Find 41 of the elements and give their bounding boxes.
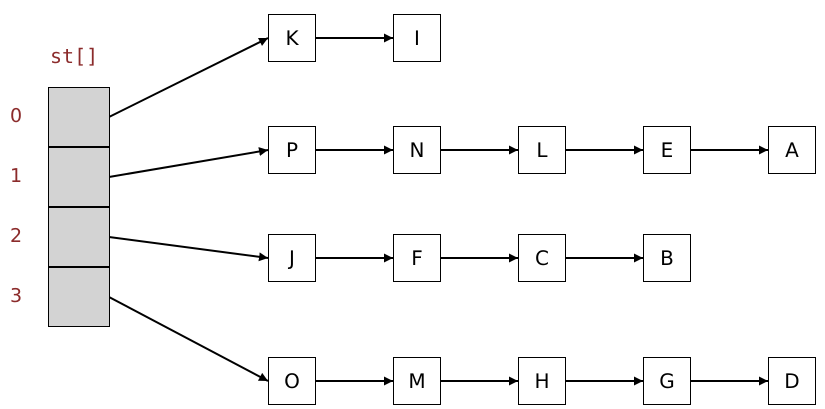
list-node: I [393,14,441,62]
arrow [441,146,518,154]
arrow [108,37,268,118]
arrow [108,236,268,262]
arrow [108,296,268,382]
array-cell [48,267,110,327]
list-node: C [518,234,566,282]
list-node: K [268,14,316,62]
list-node: M [393,357,441,405]
arrow [441,254,518,262]
list-node: F [393,234,441,282]
arrow [566,254,643,262]
array-index: 0 [10,105,22,127]
arrow [108,147,268,178]
arrow [691,146,768,154]
list-node: L [518,126,566,174]
arrow [441,376,518,386]
list-node: N [393,126,441,174]
array-name: st[] [50,44,98,68]
arrow [316,146,393,154]
list-node: P [268,126,316,174]
array-cell [48,147,110,207]
list-node: O [268,357,316,405]
list-node: G [643,357,691,405]
arrow [566,146,643,154]
list-node: B [643,234,691,282]
list-node: D [768,357,816,405]
arrow [316,376,393,386]
array-index: 1 [10,165,22,187]
list-node: J [268,234,316,282]
array-cell [48,87,110,147]
arrow [316,34,393,42]
list-node: A [768,126,816,174]
list-node: E [643,126,691,174]
arrow [691,376,768,386]
arrow [316,254,393,262]
list-node: H [518,357,566,405]
array-index: 2 [10,225,22,247]
arrow [566,376,643,386]
array-index: 3 [10,285,22,307]
array-cell [48,207,110,267]
